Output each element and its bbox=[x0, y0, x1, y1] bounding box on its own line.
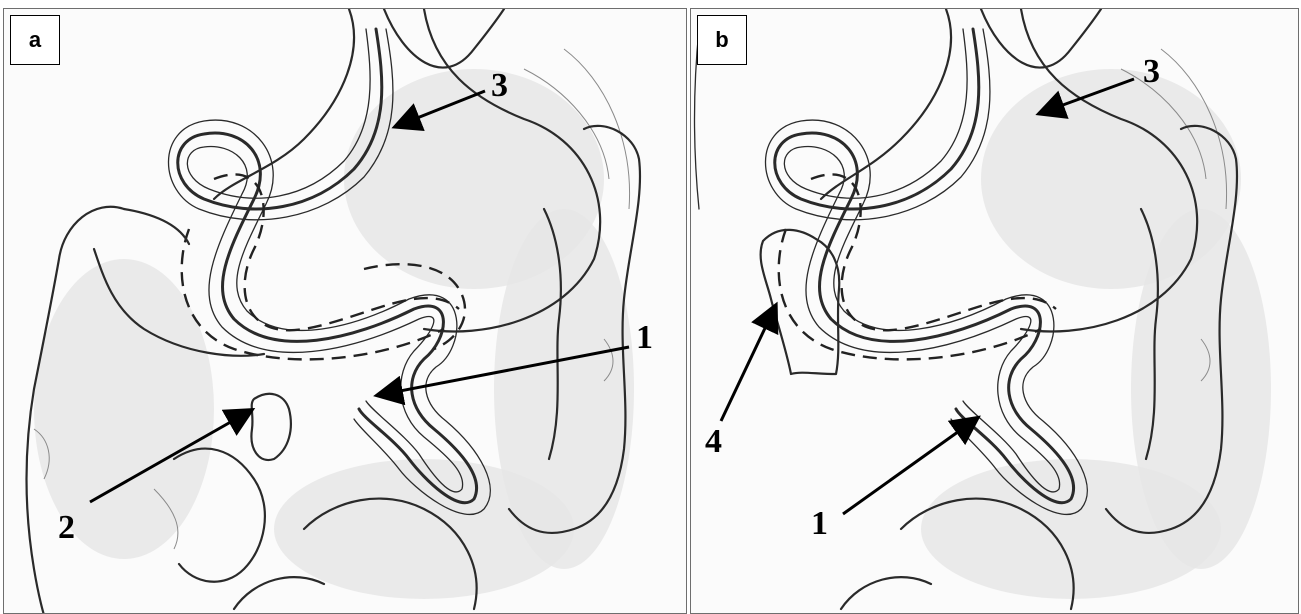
panel-a-tag: a bbox=[10, 15, 60, 65]
panel-a-drawing bbox=[4, 9, 687, 614]
label-2: 2 bbox=[58, 511, 75, 545]
label-3: 3 bbox=[491, 69, 508, 103]
label-4: 4 bbox=[705, 425, 722, 459]
panel-b-drawing bbox=[691, 9, 1299, 614]
label-3: 3 bbox=[1143, 55, 1160, 89]
shading bbox=[921, 69, 1271, 599]
label-1: 1 bbox=[811, 507, 828, 541]
panel-a: a 1 2 3 bbox=[3, 8, 687, 614]
panel-b: b 1 3 4 bbox=[690, 8, 1299, 614]
arrow-4 bbox=[721, 307, 775, 421]
shading bbox=[34, 69, 634, 599]
label-1: 1 bbox=[636, 321, 653, 355]
panel-b-tag: b bbox=[697, 15, 747, 65]
